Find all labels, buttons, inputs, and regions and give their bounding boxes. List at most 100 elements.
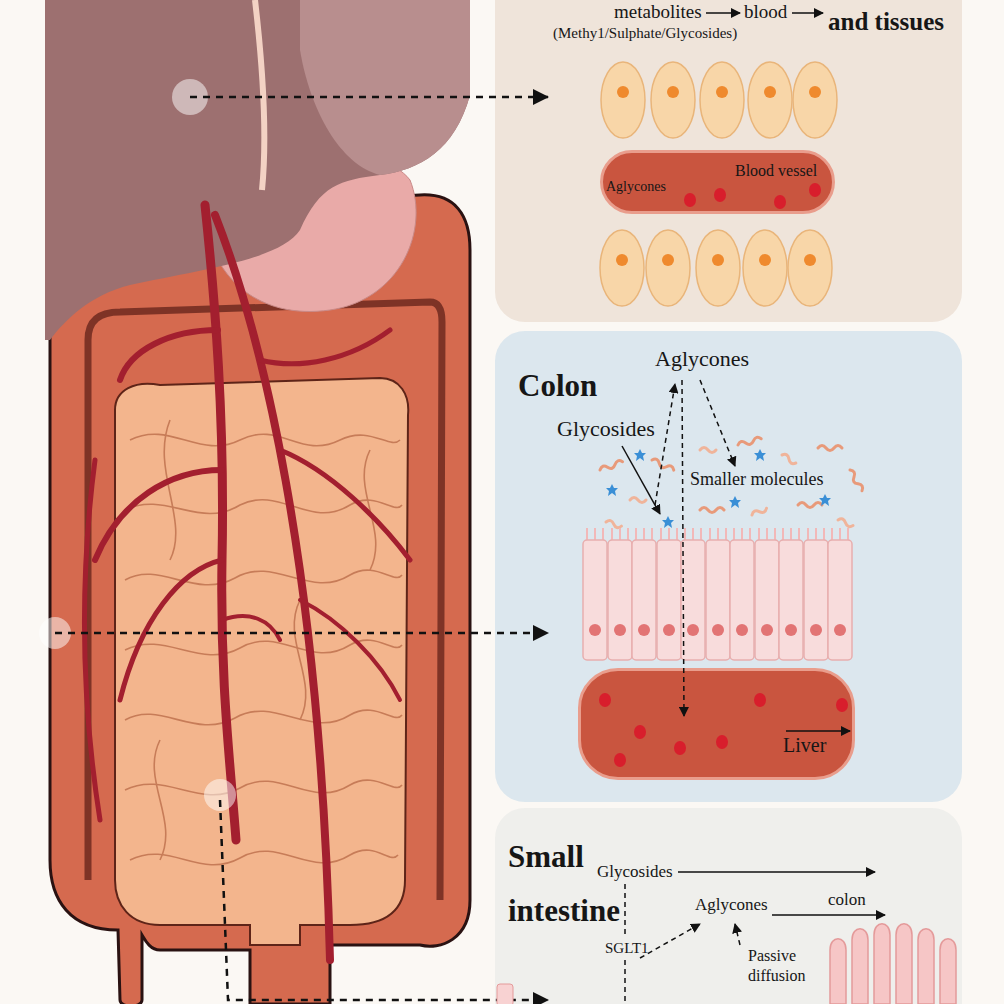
tissue-cells [651,62,695,138]
intestine-coil [130,434,400,446]
epithelium [583,528,607,660]
panel-label: (Methy1/Sulphate/Glycosides) [553,25,737,42]
panel-label: Aglycones [606,179,666,195]
panel-label: Aglycones [695,895,768,915]
panel-label: Liver [783,734,826,757]
top-panel-arrows [706,12,823,14]
panel-label: Smaller molecules [690,469,823,490]
liver [255,0,264,190]
colon-arrows [700,380,735,466]
highlight-spot [172,79,208,115]
gut-bacteria [737,436,761,447]
colon-arrows [786,730,850,732]
large-intestine [50,195,470,1004]
detail-panel: ColonAglyconesGlycosidesSmaller molecule… [495,331,962,802]
intestine-coil [130,850,398,865]
epithelium [583,528,852,660]
organ-pointer-arrow [55,97,548,1000]
small-intestine-arrows [772,914,885,916]
small-intestine-arrows [640,924,700,958]
red-blood-cells [754,693,766,707]
blood-vessels [280,450,410,560]
intestine-coil [125,420,402,865]
red-blood-cells [714,188,726,202]
liver [45,0,470,340]
blood-vessels [120,560,222,700]
gut-bacteria [606,484,618,496]
small-intestine-arrows [625,872,885,1004]
tissue-cells [601,62,645,138]
highlight-spot [39,79,236,811]
intestine-coil [164,420,176,560]
red-blood-cells [716,735,728,749]
small-intestine-arrows [624,960,626,1004]
organ-pointer-arrow [190,96,548,99]
red-blood-cells [634,725,646,739]
blood-vessels [95,470,222,560]
blood-vessels [120,330,218,380]
gut-bacteria [848,469,864,492]
blood-vessels [300,600,400,700]
gut-bacteria [630,498,646,503]
gut-bacteria [605,520,622,529]
panel-label: SGLT1 [605,940,649,957]
gut-bacteria [818,446,842,451]
epithelium [608,528,632,660]
organ-pointer-arrow [220,800,548,1000]
panel-label: Passive diffusion [748,946,818,986]
gut-bacteria [751,506,768,517]
red-blood-cells [774,195,786,209]
red-blood-cells [684,193,696,207]
gut-bacteria [599,436,864,528]
epithelium [730,528,754,660]
colon-arrows [622,446,660,514]
blood-vessels [260,330,390,364]
panel-label: Blood vessel [735,162,817,180]
panel-heading: metabolites [614,1,702,23]
epithelium [632,528,656,660]
gut-bacteria [798,503,822,508]
panel-label: Glycosides [557,416,655,441]
panel-label: colon [828,890,866,910]
intestine-coil [125,570,402,585]
red-blood-cells [836,698,848,712]
intestine-villi [830,924,956,1004]
small-intestine-arrows [735,924,740,945]
panel-label: and tissues [828,8,944,37]
highlight-spot [204,779,236,811]
gut-bacteria [634,449,646,461]
colon-arrows [682,380,684,716]
epithelium [681,528,705,660]
gut-bacteria [781,453,797,465]
tissue-cells [743,230,787,306]
epithelium [779,528,803,660]
blood-vessels [205,205,236,840]
liver [300,0,470,175]
red-blood-cells [614,753,626,767]
tissue-cells [748,62,792,138]
intestine-villi [497,984,513,1004]
colon-arrows [655,384,675,505]
gut-bacteria [700,448,716,453]
panel-label: blood [744,1,787,23]
top-panel-arrows [706,12,740,14]
blood-vessel-band: Aglycones Blood vessel [600,150,835,214]
tissue-cells [600,230,644,306]
epithelium [706,528,730,660]
panel-label: Aglycones [655,346,749,371]
blood-vessels [215,215,330,960]
blood-vessels [84,460,100,820]
small-intestine [115,378,408,945]
intestine-coil [154,740,166,860]
blood-vessel-band: Liver [578,668,855,780]
gut-bacteria [662,516,674,528]
tissue-cells [600,62,837,306]
tissue-cells [646,230,690,306]
tissue-cells [696,230,740,306]
colon-arrows [622,380,850,731]
top-panel-arrows [792,12,823,14]
gut-bacteria [651,458,675,473]
gut-bacteria [754,449,766,461]
epithelium [828,528,852,660]
epithelium [755,528,779,660]
